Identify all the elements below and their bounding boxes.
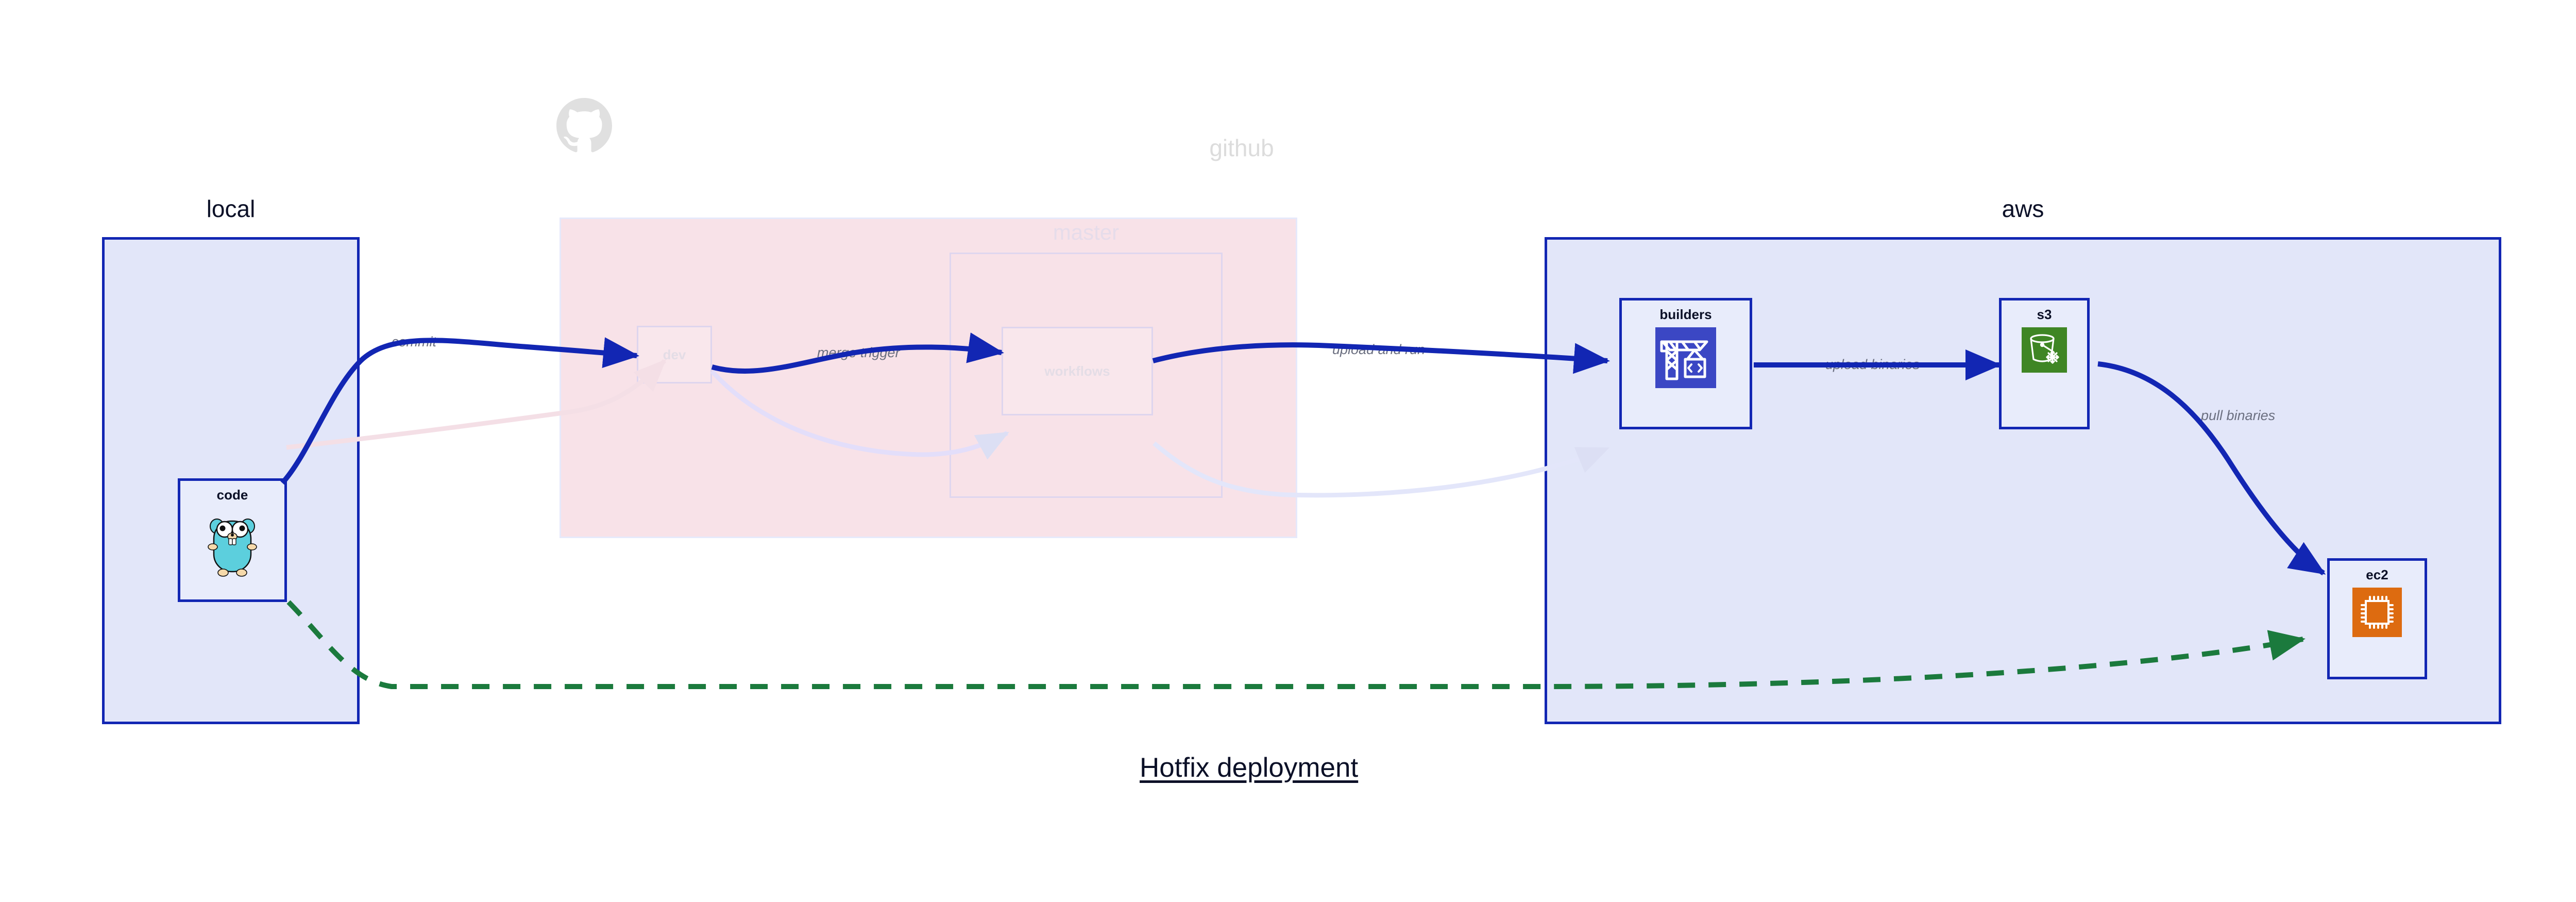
crane-code-icon xyxy=(1655,327,1716,391)
cpu-chip-icon xyxy=(2352,588,2402,640)
github-mark-icon xyxy=(556,98,612,154)
node-ec2[interactable]: ec2 xyxy=(2327,558,2427,679)
edge-label-upload-and-run: upload and run xyxy=(1332,342,1426,357)
node-label-code: code xyxy=(216,487,248,503)
node-code[interactable]: code xyxy=(178,478,287,602)
edge-label-pull-binaries: pull binaries xyxy=(2201,408,2276,423)
group-label-github: github xyxy=(1209,135,1274,161)
diagram-title: Hotfix deployment xyxy=(1140,753,1359,783)
group-label-local: local xyxy=(206,195,256,222)
node-label-s3: s3 xyxy=(2037,307,2052,322)
node-builders[interactable]: builders xyxy=(1619,298,1752,429)
node-label-dev: dev xyxy=(663,347,686,362)
bucket-snowflake-icon xyxy=(2022,327,2067,375)
edge-label-commit: commit xyxy=(392,334,436,349)
edge-label-merge-trigger: merge trigger xyxy=(817,345,900,360)
node-s3[interactable]: s3 xyxy=(1999,298,2090,429)
node-dev[interactable]: dev xyxy=(637,326,712,383)
edge-label-upload-binaries: upload binaries xyxy=(1825,357,1920,372)
group-label-aws: aws xyxy=(2002,195,2044,222)
node-label-workflows: workflows xyxy=(1044,363,1110,379)
node-workflows[interactable]: workflows xyxy=(1002,327,1153,415)
node-label-ec2: ec2 xyxy=(2366,567,2388,582)
group-label-master: master xyxy=(1053,220,1120,244)
node-label-builders: builders xyxy=(1659,307,1712,322)
go-gopher-icon xyxy=(201,508,263,582)
